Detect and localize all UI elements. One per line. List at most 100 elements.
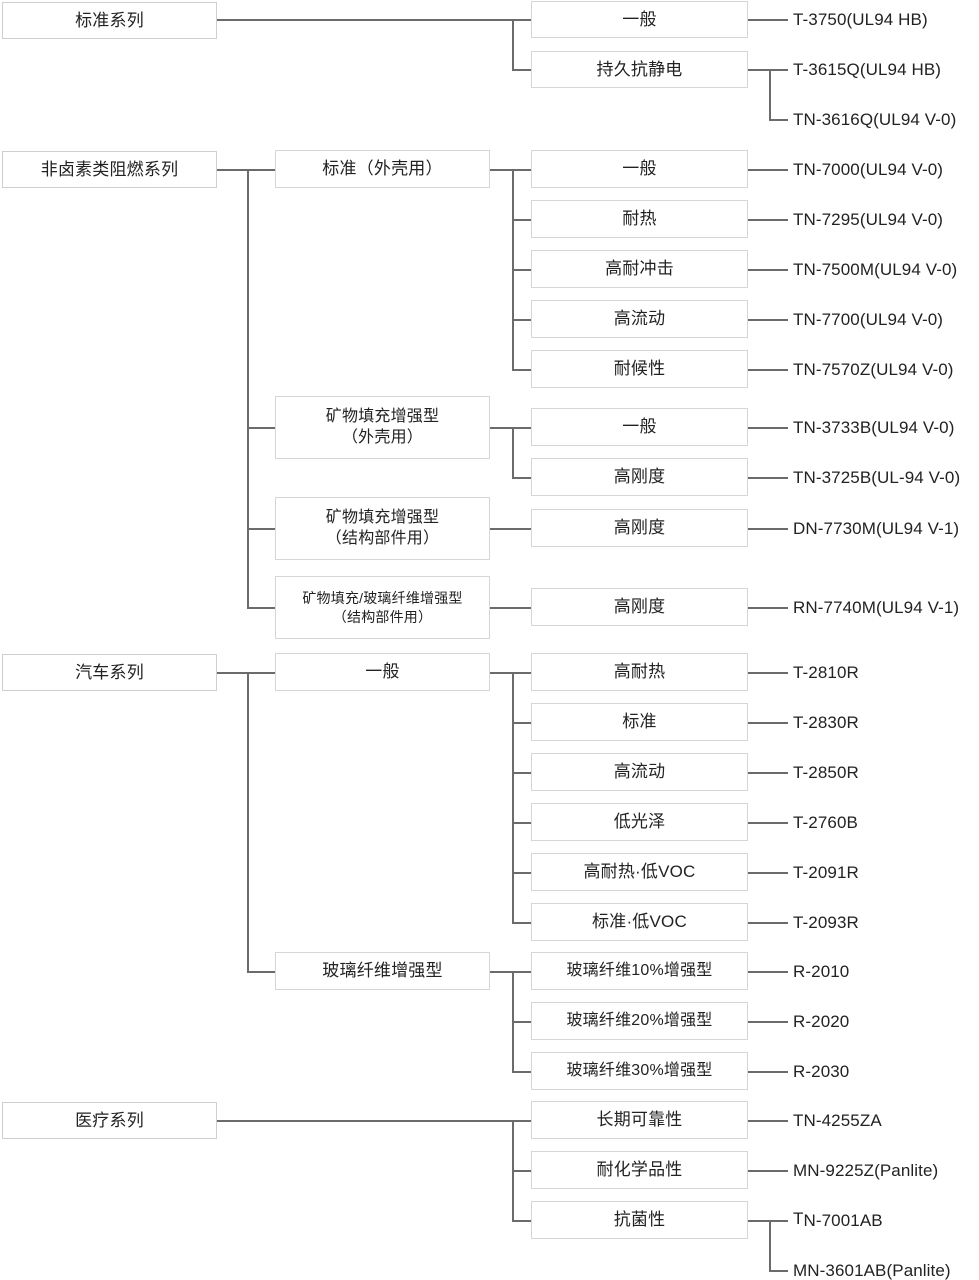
leaf-text-prefix: T <box>793 1209 804 1228</box>
node-me-cat-chemical-resistance[interactable]: 耐化学品性 <box>531 1151 748 1189</box>
connector-standard-leaf1 <box>748 19 788 21</box>
node-hf-group-mineral-structural[interactable]: 矿物填充增强型 （结构部件用） <box>275 497 490 560</box>
leaf-hf-tn7295: TN-7295(UL94 V-0) <box>793 210 944 229</box>
node-au-group-general[interactable]: 一般 <box>275 653 490 691</box>
connector-standard-leaf2-trunk <box>769 69 771 121</box>
connector-au-g1-cat2 <box>512 722 533 724</box>
node-hf-cat-mineral-high-rigidity[interactable]: 高刚度 <box>531 458 748 496</box>
node-au-cat-high-heat[interactable]: 高耐热 <box>531 653 748 691</box>
leaf-au-r2030: R-2030 <box>793 1062 850 1081</box>
connector-au-group2 <box>247 971 276 973</box>
connector-au-leaf8 <box>748 1021 788 1023</box>
node-halogen-free-root[interactable]: 非卤素类阻燃系列 <box>2 151 217 188</box>
node-au-cat-gf10[interactable]: 玻璃纤维10%增强型 <box>531 952 748 990</box>
node-automotive-root[interactable]: 汽车系列 <box>2 654 217 691</box>
node-label: 长期可靠性 <box>596 1110 683 1130</box>
node-au-cat-gf20[interactable]: 玻璃纤维20%增强型 <box>531 1002 748 1040</box>
node-me-cat-long-term-reliability[interactable]: 长期可靠性 <box>531 1101 748 1139</box>
leaf-au-t2093r: T-2093R <box>793 913 859 932</box>
node-hf-cat-structural-high-rigidity[interactable]: 高刚度 <box>531 509 748 547</box>
connector-hf-g2-stem <box>490 427 513 429</box>
node-hf-group-standard-housing[interactable]: 标准（外壳用） <box>275 150 490 188</box>
node-au-cat-standard[interactable]: 标准 <box>531 703 748 741</box>
connector-standard-cat1 <box>512 19 533 21</box>
node-standard-root[interactable]: 标准系列 <box>2 2 217 39</box>
node-hf-cat-mineral-general[interactable]: 一般 <box>531 408 748 446</box>
node-au-cat-low-gloss[interactable]: 低光泽 <box>531 803 748 841</box>
leaf-standard-t3750: T-3750(UL94 HB) <box>793 10 928 29</box>
leaf-hf-rn7740m: RN-7740M(UL94 V-1) <box>793 598 960 617</box>
node-medical-root[interactable]: 医疗系列 <box>2 1102 217 1139</box>
node-label: 矿物填充增强型 （外壳用） <box>325 407 440 446</box>
node-label: 一般 <box>622 159 657 179</box>
connector-hf-g2-cat2 <box>512 477 533 479</box>
leaf-hf-tn3733b: TN-3733B(UL94 V-0) <box>793 418 955 437</box>
node-label: 高流动 <box>613 309 666 329</box>
connector-au-leaf6 <box>748 922 788 924</box>
node-au-group-glassfiber[interactable]: 玻璃纤维增强型 <box>275 952 490 990</box>
connector-au-g2-cat2 <box>512 1021 533 1023</box>
leaf-au-t2850r: T-2850R <box>793 763 859 782</box>
leaf-hf-tn7570z: TN-7570Z(UL94 V-0) <box>793 360 954 379</box>
leaf-me-tn4255za-text: TN-4255ZA <box>793 1112 882 1129</box>
connector-hf-g1-cat3 <box>512 269 533 271</box>
node-hf-cat-weather-resistant[interactable]: 耐候性 <box>531 350 748 388</box>
node-label: 矿物填充增强型 （结构部件用） <box>325 508 440 547</box>
connector-au-g1-cat6 <box>512 922 533 924</box>
node-au-cat-standard-low-voc[interactable]: 标准·低VOC <box>531 903 748 941</box>
connector-au-leaf7 <box>748 971 788 973</box>
connector-hf-leaf5 <box>748 369 788 371</box>
leaf-text: TN-4255ZA <box>793 1111 882 1130</box>
connector-me-leaf3-trunk <box>769 1220 771 1272</box>
node-me-cat-antibacterial[interactable]: 抗菌性 <box>531 1201 748 1239</box>
leaf-au-t2091r: T-2091R <box>793 863 859 882</box>
node-hf-group-mineral-glassfiber-structural[interactable]: 矿物填充/玻璃纤维增强型 （结构部件用） <box>275 576 490 639</box>
connector-au-root-horizontal <box>217 672 276 674</box>
connector-au-g1-cat5 <box>512 872 533 874</box>
connector-hf-group2 <box>247 427 276 429</box>
connector-hf-leaf6 <box>748 427 788 429</box>
connector-au-leaf9 <box>748 1071 788 1073</box>
node-au-cat-gf30[interactable]: 玻璃纤维30%增强型 <box>531 1052 748 1090</box>
leaf-me-mn9225z: MN-9225Z(Panlite) <box>793 1161 939 1180</box>
connector-me-root-horizontal <box>217 1120 513 1122</box>
node-label: 一般 <box>622 9 657 29</box>
connector-standard-cat2 <box>512 69 533 71</box>
node-hf-cat-high-flow[interactable]: 高流动 <box>531 300 748 338</box>
connector-au-g1-cat1 <box>512 672 533 674</box>
node-hf-group-mineral-housing[interactable]: 矿物填充增强型 （外壳用） <box>275 396 490 459</box>
node-label: 标准·低VOC <box>592 912 687 932</box>
connector-au-g2-cat3 <box>512 1071 533 1073</box>
node-standard-category-general[interactable]: 一般 <box>531 1 748 38</box>
leaf-au-t2810r: T-2810R <box>793 663 859 682</box>
connector-au-leaf4 <box>748 822 788 824</box>
node-label: 玻璃纤维增强型 <box>322 961 443 981</box>
node-label: 高耐热·低VOC <box>583 862 696 882</box>
connector-au-leaf1 <box>748 672 788 674</box>
leaf-text-rest: N-7001AB <box>803 1211 883 1230</box>
connector-me-leaf3b <box>769 1270 788 1272</box>
connector-standard-leaf2-stem <box>748 69 770 71</box>
node-label: 标准 <box>622 712 657 732</box>
node-au-cat-high-flow[interactable]: 高流动 <box>531 753 748 791</box>
node-label: 玻璃纤维30%增强型 <box>566 1062 713 1079</box>
connector-hf-group3 <box>247 528 276 530</box>
connector-hf-group1 <box>247 169 276 171</box>
leaf-au-t2760b: T-2760B <box>793 813 858 832</box>
node-label: 高耐冲击 <box>605 259 674 279</box>
node-hf-cat-high-impact[interactable]: 高耐冲击 <box>531 250 748 288</box>
node-label: 耐热 <box>622 209 657 229</box>
leaf-hf-tn7000: TN-7000(UL94 V-0) <box>793 160 944 179</box>
node-label: 高刚度 <box>613 467 666 487</box>
connector-au-g1-cat3 <box>512 772 533 774</box>
node-au-cat-high-heat-low-voc[interactable]: 高耐热·低VOC <box>531 853 748 891</box>
node-standard-category-antistatic[interactable]: 持久抗静电 <box>531 51 748 88</box>
leaf-hf-tn7700: TN-7700(UL94 V-0) <box>793 310 944 329</box>
node-label: 标准（外壳用） <box>322 159 443 179</box>
connector-hf-g3-stem <box>490 528 533 530</box>
node-hf-cat-mineral-gf-high-rigidity[interactable]: 高刚度 <box>531 588 748 626</box>
node-hf-cat-general[interactable]: 一般 <box>531 150 748 188</box>
node-label: 低光泽 <box>613 812 666 832</box>
connector-hf-leaf1 <box>748 169 788 171</box>
node-hf-cat-heat-resistant[interactable]: 耐热 <box>531 200 748 238</box>
